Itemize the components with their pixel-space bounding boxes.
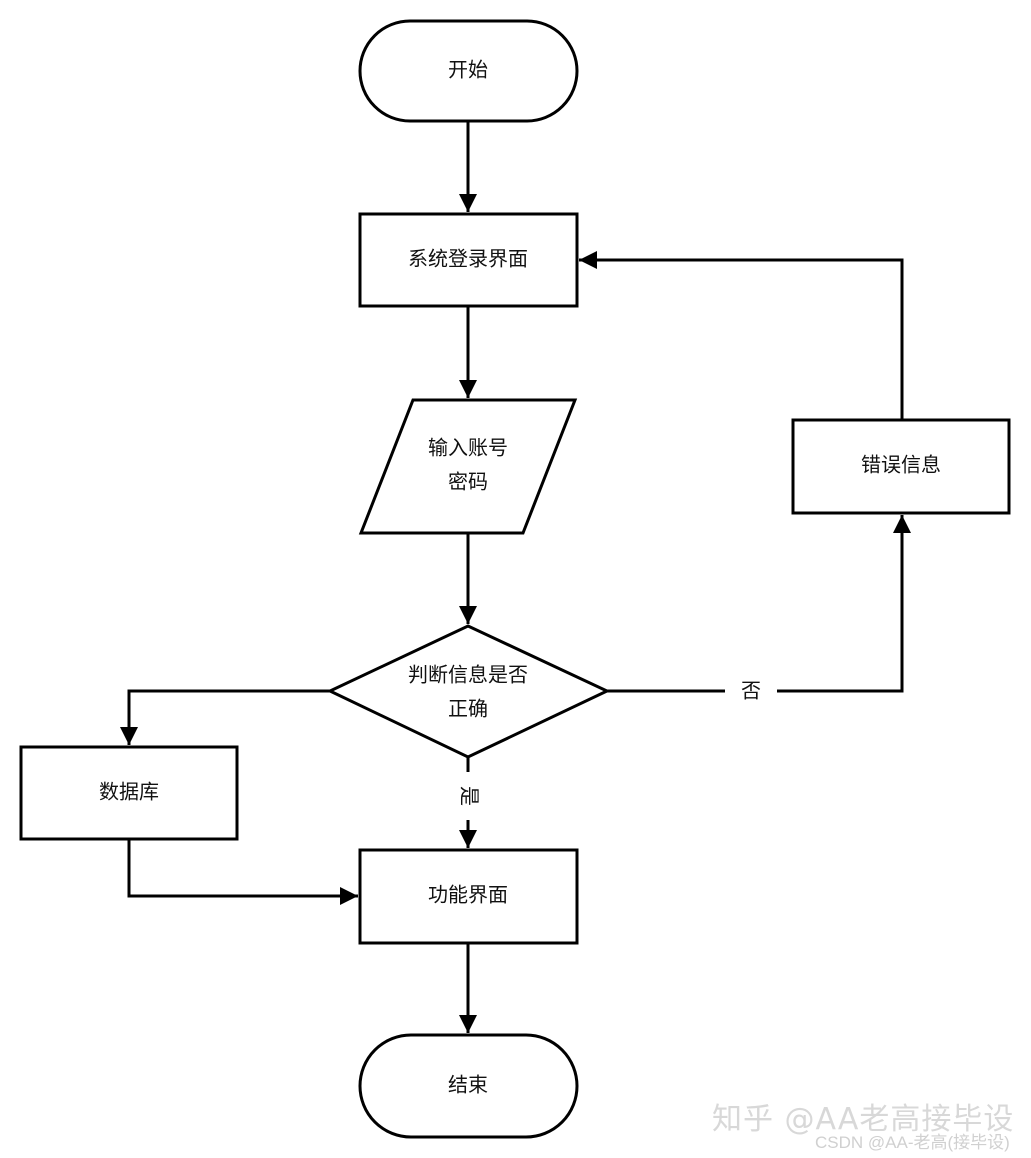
input-label-2: 密码 bbox=[448, 470, 488, 494]
edge-database-function bbox=[127, 839, 358, 905]
watermark-csdn: CSDN @AA-老高(接毕设) bbox=[815, 1133, 1010, 1152]
input-label-1: 输入账号 bbox=[428, 436, 508, 460]
function-label: 功能界面 bbox=[428, 883, 508, 907]
end-terminal bbox=[358, 1033, 579, 1139]
input-parallelogram bbox=[358, 398, 578, 535]
login-box bbox=[358, 212, 579, 308]
decision-diamond bbox=[326, 624, 611, 759]
start-label: 开始 bbox=[448, 58, 488, 82]
error-label: 错误信息 bbox=[861, 453, 941, 477]
database-box bbox=[19, 745, 239, 841]
watermark-zhihu: 知乎 @AA老高接毕设 bbox=[712, 1102, 1015, 1137]
error-box bbox=[791, 418, 1011, 515]
yes-edge-label: 是 bbox=[458, 786, 482, 806]
decision-label-2: 正确 bbox=[448, 697, 488, 721]
start-terminal bbox=[358, 19, 579, 123]
decision-label-1: 判断信息是否 bbox=[408, 663, 528, 687]
edge-decision-no-b bbox=[777, 515, 911, 693]
edge-error-login bbox=[579, 251, 904, 420]
database-label: 数据库 bbox=[99, 780, 159, 804]
end-label: 结束 bbox=[448, 1073, 488, 1097]
no-edge-label: 否 bbox=[741, 679, 761, 703]
edge-decision-database bbox=[120, 689, 330, 745]
login-label: 系统登录界面 bbox=[408, 247, 528, 271]
function-box bbox=[358, 848, 579, 945]
